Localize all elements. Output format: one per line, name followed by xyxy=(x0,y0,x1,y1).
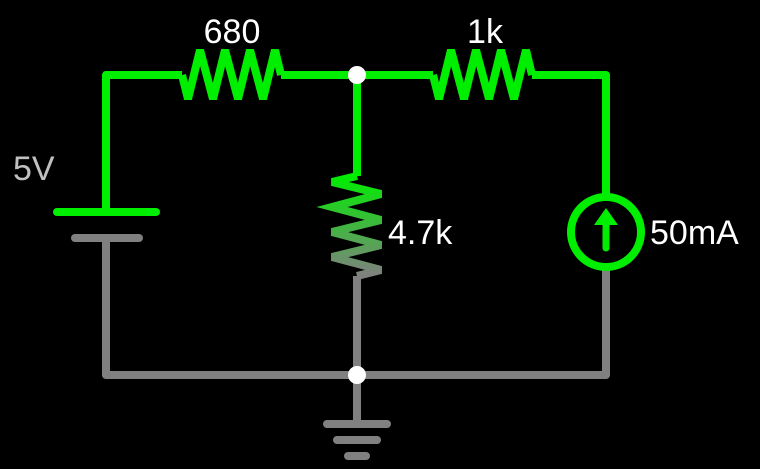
label-v1: 5V xyxy=(13,150,55,188)
label-r2: 1k xyxy=(467,13,504,51)
current-source-circle xyxy=(567,193,645,271)
resistor-r1[interactable] xyxy=(178,48,285,101)
label-r1: 680 xyxy=(204,13,261,51)
node-top-junction[interactable] xyxy=(348,66,366,84)
resistor-r3[interactable] xyxy=(316,172,383,280)
label-i1: 50mA xyxy=(650,214,739,252)
wire-battery-to-r1[interactable] xyxy=(102,71,182,212)
label-r3: 4.7k xyxy=(388,214,453,252)
resistor-r2[interactable] xyxy=(429,48,536,101)
node-bottom-junction[interactable] xyxy=(348,366,366,384)
current-source-i1[interactable] xyxy=(567,193,645,271)
arrow-head-icon xyxy=(594,208,618,225)
wire-r2-to-current-source[interactable] xyxy=(532,71,610,194)
ground-symbol[interactable] xyxy=(323,375,391,460)
